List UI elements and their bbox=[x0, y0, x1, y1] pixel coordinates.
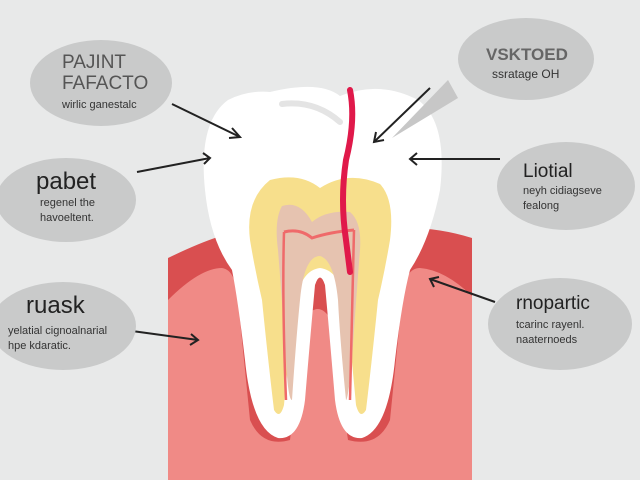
label-bubble-top-left: PAJINT FAFACTO wirlic ganestalc bbox=[30, 40, 172, 126]
label-bubble-mid-right: Liotial neyh cidiagseve fealong bbox=[497, 142, 635, 230]
label-subtitle-line: hpe kdaratic. bbox=[8, 339, 71, 352]
label-title: pabet bbox=[36, 170, 96, 194]
label-subtitle-line: wirlic ganestalc bbox=[62, 99, 137, 111]
label-subtitle: ssratage OH bbox=[492, 66, 559, 82]
label-title: rnopartic bbox=[516, 294, 590, 313]
label-bubble-top-right: VSKTOED ssratage OH bbox=[458, 18, 594, 100]
label-subtitle: neyh cidiagseve fealong bbox=[523, 184, 602, 214]
nerve-line bbox=[340, 87, 356, 275]
label-subtitle-line: ssratage OH bbox=[492, 67, 560, 81]
label-title-line: FAFACTO bbox=[62, 73, 149, 94]
label-subtitle-line: naaternoeds bbox=[516, 333, 578, 346]
label-title: ruask bbox=[26, 294, 85, 318]
label-bubble-bottom-right: rnopartic tcarinc rayenl. naaternoeds bbox=[488, 278, 632, 370]
label-title-line: VSKTOED bbox=[486, 45, 568, 64]
label-title: VSKTOED bbox=[486, 46, 568, 63]
label-bubble-bottom-left: ruask yelatial cignoalnarial hpe kdarati… bbox=[0, 282, 136, 370]
label-bubble-mid-left: pabet regenel the havoeltent. bbox=[0, 158, 136, 242]
label-title: PAJINT FAFACTO bbox=[62, 53, 148, 93]
dental-probe bbox=[392, 80, 458, 138]
label-subtitle-line: yelatial cignoalnarial bbox=[8, 325, 108, 337]
tooth-pulp bbox=[276, 204, 361, 400]
label-title-line: pabet bbox=[36, 168, 97, 195]
label-subtitle-line: regenel the bbox=[40, 197, 96, 209]
label-subtitle: yelatial cignoalnarial hpe kdaratic. bbox=[8, 324, 107, 354]
label-subtitle: tcarinc rayenl. naaternoeds bbox=[516, 318, 584, 348]
label-subtitle-line: havoeltent. bbox=[40, 211, 94, 224]
gum-inner bbox=[168, 268, 472, 480]
label-title-line: ruask bbox=[26, 292, 85, 319]
label-subtitle: regenel the havoeltent. bbox=[40, 196, 95, 226]
label-subtitle-line: fealong bbox=[523, 199, 560, 212]
arrow-group bbox=[131, 87, 500, 346]
label-title-line: rnopartic bbox=[516, 293, 590, 314]
label-subtitle: wirlic ganestalc bbox=[62, 98, 137, 113]
label-title-line: Liotial bbox=[523, 161, 573, 182]
label-title-line: PAJINT bbox=[62, 52, 127, 73]
label-subtitle-line: tcarinc rayenl. bbox=[516, 319, 585, 331]
label-title: Liotial bbox=[523, 162, 573, 181]
label-subtitle-line: neyh cidiagseve bbox=[523, 185, 602, 197]
